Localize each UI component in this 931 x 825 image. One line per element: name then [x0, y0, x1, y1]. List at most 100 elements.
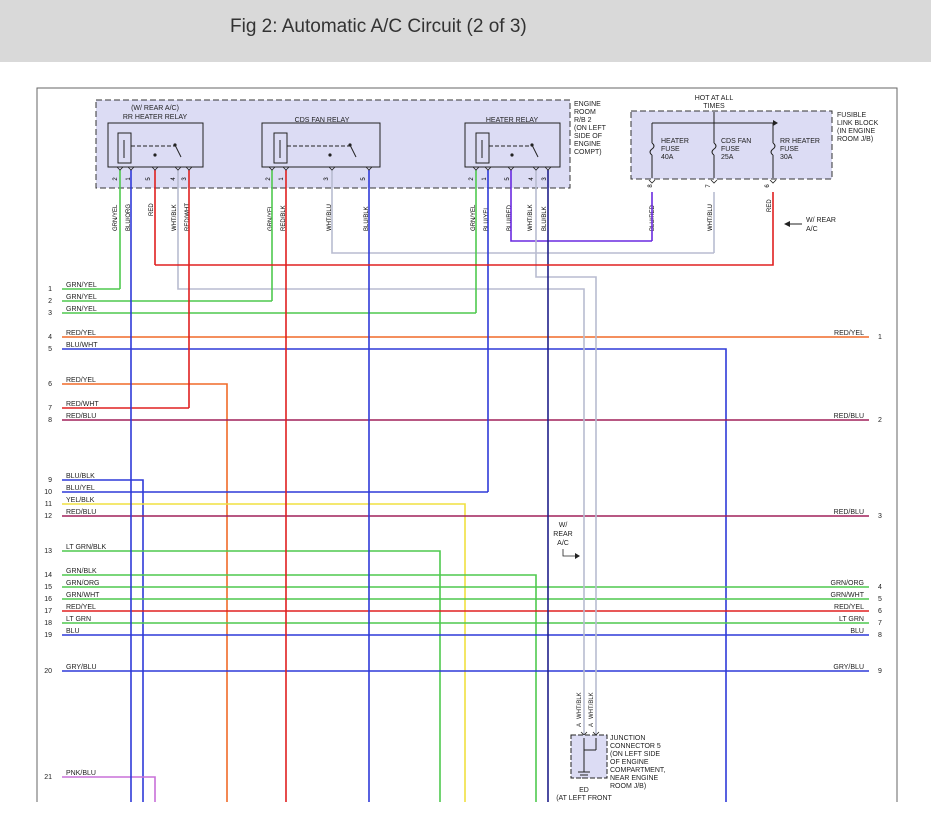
ground-label: (AT LEFT FRONT: [556, 795, 612, 802]
wire-label: WHT/BLK: [528, 204, 534, 231]
row-number: 11: [45, 501, 52, 508]
row-number: 17: [44, 608, 52, 615]
wire-label: RED: [149, 203, 155, 216]
relay-block-name-line: ENGINE: [574, 141, 601, 148]
row-number: 3: [48, 310, 52, 317]
row-number: 8: [878, 632, 882, 639]
fuse-label: CDS FAN: [721, 138, 751, 145]
wire-row-11: [62, 503, 466, 802]
junction-connector: A WHT/BLK A WHT/BLK JUNCTION CONNECTOR 5…: [556, 692, 665, 802]
row-label: GRY/BLU: [833, 664, 864, 671]
pin-number: 5: [505, 177, 511, 181]
wire-label: BLU/YEL: [484, 206, 490, 231]
pin-number: 6: [765, 184, 771, 188]
fuse-label: 40A: [661, 154, 674, 161]
hot-label: HOT AT ALL: [695, 95, 734, 102]
row-label: YEL/BLK: [66, 497, 95, 504]
fuse-rear-note: W/ REAR A/C: [784, 217, 836, 233]
fuse-block-labels: HOT AT ALL TIMES FUSIBLE LINK BLOCK (IN …: [695, 95, 879, 143]
wire-row-9: [62, 479, 144, 802]
pin-connectors: [116, 166, 777, 184]
row-label: LT GRN: [839, 616, 864, 623]
wire-row-6: [62, 383, 228, 802]
row-label: RED/BLU: [834, 413, 864, 420]
row-label: LT GRN/BLK: [66, 544, 107, 551]
wire-label: GRN/YEL: [268, 204, 274, 231]
hot-label: TIMES: [703, 103, 725, 110]
row-label: GRY/BLU: [66, 664, 97, 671]
wire-label: GRN/YEL: [113, 204, 119, 231]
relay-block-name-line: ROOM: [574, 109, 596, 116]
wires: [62, 170, 869, 802]
row-label: BLU/WHT: [66, 342, 98, 349]
row-label: RED/YEL: [834, 604, 864, 611]
relay-title: (W/ REAR A/C): [131, 105, 179, 112]
fuse-label: 25A: [721, 154, 734, 161]
junction-wire-label: A: [589, 723, 595, 727]
relay-block-name-line: SIDE OF: [574, 133, 602, 140]
row-number: 3: [878, 513, 882, 520]
row-label: RED/WHT: [66, 401, 99, 408]
pin-number: 4: [171, 177, 177, 181]
row-number: 1: [48, 286, 52, 293]
wire-fuse-red: [155, 192, 774, 266]
wire-label: RED: [767, 199, 773, 212]
wire-label: WHT/BLU: [327, 204, 333, 231]
fuse-block-name-line: ROOM J/B): [837, 136, 873, 143]
row-label: RED/BLU: [66, 509, 96, 516]
row-label: RED/YEL: [834, 330, 864, 337]
relay-block-name-line: ENGINE: [574, 101, 601, 108]
row-label: GRN/YEL: [66, 294, 97, 301]
pin-number: 3: [542, 177, 548, 181]
row-label: GRN/YEL: [66, 282, 97, 289]
row-number: 18: [44, 620, 52, 627]
cds-fan-relay: CDS FAN RELAY: [261, 117, 381, 168]
ground-label: ED: [579, 787, 589, 794]
pin-number: 5: [146, 177, 152, 181]
row-number: 10: [44, 489, 52, 496]
wire-label: BLU/BLK: [364, 206, 370, 231]
rear-ac-line: REAR: [553, 531, 572, 538]
row-number: 21: [44, 774, 52, 781]
wire-cds-whtblu: [331, 170, 714, 254]
row-label: GRN/BLK: [66, 568, 97, 575]
row-number: 16: [44, 596, 52, 603]
row-label: BLU: [66, 628, 80, 635]
pin-number: 1: [279, 177, 285, 181]
figure-title: Fig 2: Automatic A/C Circuit (2 of 3): [230, 16, 527, 37]
pin-number: 2: [469, 177, 475, 181]
row-number: 5: [48, 346, 52, 353]
junction-label-line: CONNECTOR 5: [610, 743, 661, 750]
row-number: 1: [878, 334, 882, 341]
fuse-block-name-line: LINK BLOCK: [837, 120, 879, 127]
row-number: 5: [878, 596, 882, 603]
row-label: GRN/WHT: [831, 592, 865, 599]
fuse-block-name-line: (IN ENGINE: [837, 128, 875, 135]
relay-pin-labels: 2 1 5 4 3 2 1 3 5 2 1 5 4 3 8 7 6: [113, 177, 771, 188]
junction-label-line: ROOM J/B): [610, 783, 646, 790]
relay-block-name-line: COMPT): [574, 149, 602, 156]
row-number: 8: [48, 417, 52, 424]
wire-ht-whtblk: [535, 170, 597, 735]
wire-label: BLU/RED: [650, 204, 656, 231]
fuse-label: 30A: [780, 154, 793, 161]
junction-label-line: JUNCTION: [610, 735, 645, 742]
row-label: BLU/BLK: [66, 473, 95, 480]
relay-title: HEATER RELAY: [486, 117, 539, 124]
relay-block-name: ENGINE ROOM R/B 2 (ON LEFT SIDE OF ENGIN…: [574, 101, 607, 156]
row-number: 14: [44, 572, 52, 579]
junction-wire-label: WHT/BLK: [577, 692, 583, 719]
row-label: GRN/ORG: [66, 580, 99, 587]
pin-number: 2: [113, 177, 119, 181]
row-number: 15: [44, 584, 52, 591]
row-number: 4: [48, 334, 52, 341]
pin-number: 3: [324, 177, 330, 181]
row-number: 6: [878, 608, 882, 615]
row-number: 13: [44, 548, 52, 555]
row-number: 19: [44, 632, 52, 639]
fuse-block: [630, 110, 833, 180]
junction-wire-label: WHT/BLK: [589, 692, 595, 719]
fuse-bus: [649, 112, 778, 178]
heater-relay: HEATER RELAY: [464, 117, 561, 168]
